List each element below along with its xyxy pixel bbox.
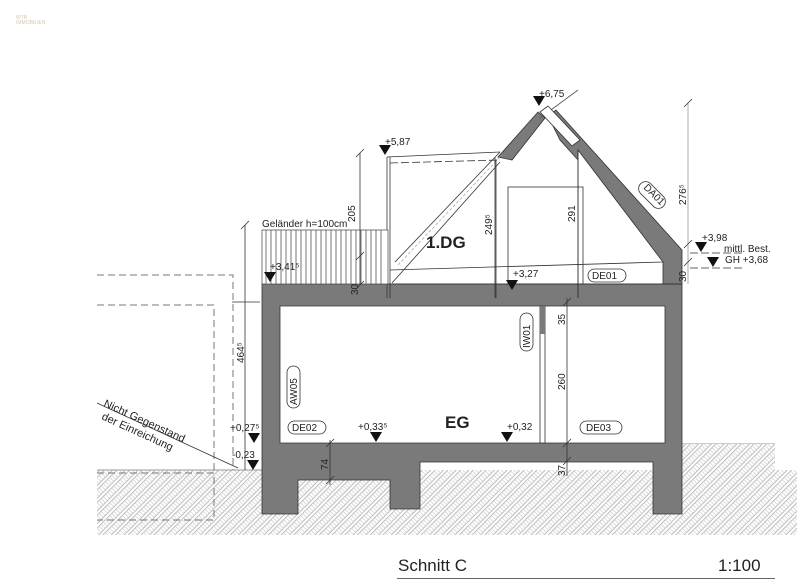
level-marker-gf-right bbox=[501, 432, 513, 442]
tag-bubble-da01 bbox=[638, 181, 666, 209]
level-outside-a: +0,27⁵ bbox=[230, 423, 259, 434]
dim-foundation-right: 37 bbox=[557, 464, 568, 476]
level-marker-eave bbox=[695, 242, 707, 252]
dim-slab-gf: 35 bbox=[557, 313, 568, 325]
tag-bubble-de03 bbox=[579, 420, 623, 435]
level-gf-right: +0,32 bbox=[507, 422, 533, 433]
level-marker-gf-left bbox=[370, 432, 382, 442]
level-marker-gh bbox=[707, 257, 719, 267]
level-terrace-floor: +3,41⁵ bbox=[270, 262, 299, 273]
element-tags bbox=[286, 181, 666, 435]
tag-bubble-de02 bbox=[287, 420, 327, 435]
dim-terrace-slab: 30 bbox=[350, 283, 361, 295]
tag-bubble-de01 bbox=[587, 268, 627, 283]
drawing-scale: 1:100 bbox=[718, 556, 761, 575]
tag-bubble-iw01 bbox=[519, 312, 534, 352]
dim-foundation-left: 74 bbox=[320, 458, 331, 470]
level-terrace-roof: +5,87 bbox=[385, 137, 411, 148]
tag-iw01: IW01 bbox=[522, 324, 533, 348]
level-marker-upper-floor bbox=[506, 280, 518, 290]
level-ridge: +6,75 bbox=[539, 89, 565, 100]
tag-de02: DE02 bbox=[292, 423, 317, 434]
railing-note: Geländer h=100cm bbox=[262, 219, 347, 230]
level-marker-ridge bbox=[533, 96, 545, 106]
level-gf-left: +0,33⁵ bbox=[358, 422, 387, 433]
room-label-ground: EG bbox=[445, 413, 470, 432]
tag-de01: DE01 bbox=[592, 271, 617, 282]
level-upper-floor: +3,27 bbox=[513, 269, 539, 280]
dim-roof-height: 276⁵ bbox=[678, 184, 689, 205]
watermark-line1: WTB bbox=[16, 15, 28, 21]
tag-de03: DE03 bbox=[586, 423, 611, 434]
level-markers bbox=[247, 96, 719, 470]
dim-room-height-left: 249⁵ bbox=[484, 214, 495, 235]
level-marker-terrace-floor bbox=[264, 272, 276, 282]
dimension-lines bbox=[96, 98, 745, 485]
level-marker-outside-b bbox=[247, 460, 259, 470]
dim-room-height-mid: 291 bbox=[567, 205, 578, 222]
level-marker-terrace-roof bbox=[379, 145, 391, 155]
building-structure bbox=[261, 109, 683, 515]
room-label-upper: 1.DG bbox=[426, 233, 466, 252]
dim-total-height: 464⁵ bbox=[236, 342, 247, 363]
neighbour-outline bbox=[97, 274, 234, 521]
dim-gf-height: 260 bbox=[557, 373, 568, 390]
level-eave: +3,98 bbox=[702, 233, 728, 244]
terrace-railing bbox=[261, 229, 389, 285]
interior-wall bbox=[539, 305, 546, 444]
dim-eave-slab: 30 bbox=[678, 270, 689, 282]
tag-aw05: AW05 bbox=[289, 378, 300, 405]
drawing-title: Schnitt C bbox=[398, 556, 467, 575]
tag-bubble-aw05 bbox=[286, 365, 301, 409]
watermark-line2: IMMOBILIEN bbox=[16, 20, 46, 26]
level-eave-note: mittl. Best. bbox=[724, 244, 771, 255]
level-outside-b: -0,23 bbox=[232, 450, 255, 461]
dim-railing-height: 205 bbox=[347, 205, 358, 222]
title-underline bbox=[397, 578, 775, 579]
level-gh: GH +3,68 bbox=[725, 255, 769, 266]
watermark-logo: WTB IMMOBILIEN bbox=[16, 16, 45, 26]
level-marker-outside-a bbox=[248, 433, 260, 443]
